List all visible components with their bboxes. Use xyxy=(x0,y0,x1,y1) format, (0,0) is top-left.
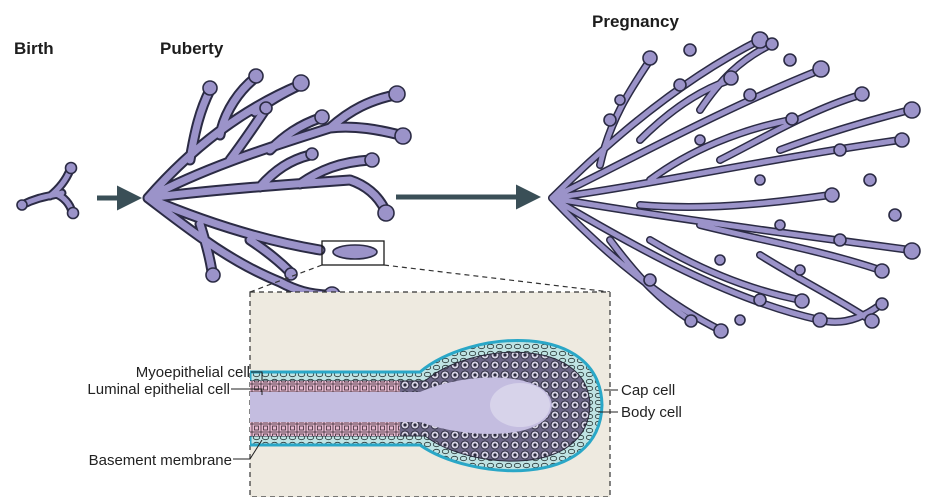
puberty-label: Puberty xyxy=(160,39,224,58)
basement-membrane-label: Basement membrane xyxy=(89,452,232,469)
pregnancy-label: Pregnancy xyxy=(592,12,679,31)
myoepithelial-cell-label: Myoepithelial cell xyxy=(136,364,250,381)
body-cell-label: Body cell xyxy=(621,404,682,421)
puberty-gland xyxy=(148,69,411,303)
terminal-end-bud-inset xyxy=(250,292,610,497)
birth-gland xyxy=(17,163,79,219)
cap-cell-label: Cap cell xyxy=(621,382,675,399)
birth-label: Birth xyxy=(14,39,54,58)
luminal-epithelial-cell-label: Luminal epithelial cell xyxy=(87,381,230,398)
zoom-line-right xyxy=(384,265,610,292)
